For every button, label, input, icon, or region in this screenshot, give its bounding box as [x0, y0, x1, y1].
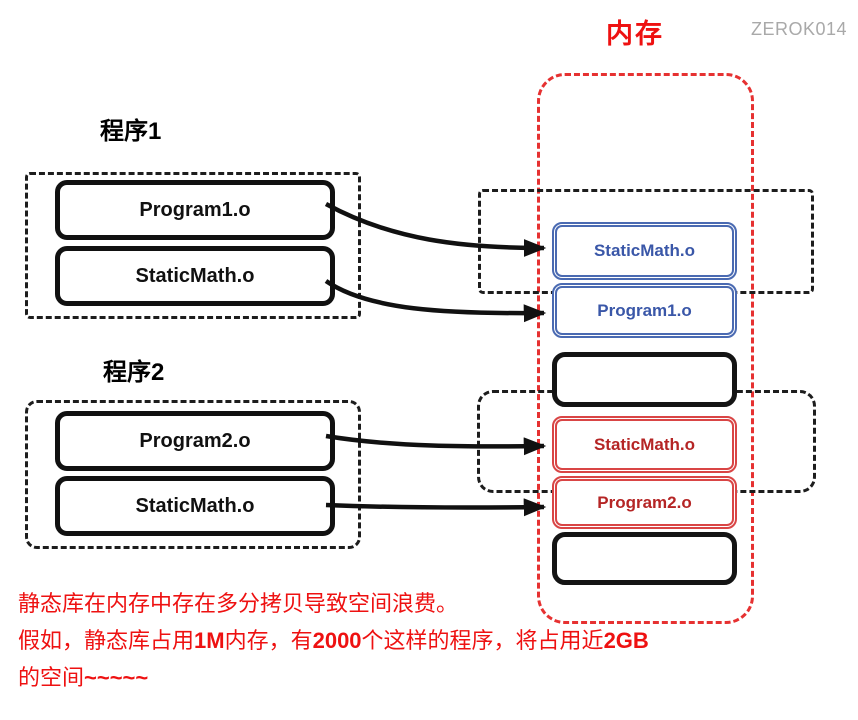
program1-module-box: Program1.o: [55, 180, 335, 240]
caption-line1: 静态库在内存中存在多分拷贝导致空间浪费。: [18, 591, 459, 616]
memory-title: 内存: [606, 19, 664, 49]
program1-staticmath-box: StaticMath.o: [55, 246, 335, 306]
memory-slot-empty-2: [552, 532, 737, 585]
memory-slot-empty-1: [552, 352, 737, 407]
caption-text: 静态库在内存中存在多分拷贝导致空间浪费。 假如，静态库占用1M内存，有2000个…: [18, 585, 838, 696]
caption-line3: 的空间~~~~~: [18, 665, 149, 690]
program2-title: 程序2: [103, 359, 165, 386]
memory-slot-staticmath-1: StaticMath.o: [552, 222, 737, 280]
memory-slot-staticmath-2: StaticMath.o: [552, 416, 737, 473]
program1-title: 程序1: [100, 118, 162, 145]
program2-module-box: Program2.o: [55, 411, 335, 471]
memory-region-outline: [537, 73, 754, 624]
memory-slot-program2: Program2.o: [552, 476, 737, 529]
memory-slot-program1: Program1.o: [552, 283, 737, 338]
program2-group-outline: [25, 400, 361, 549]
watermark: ZEROK014: [751, 19, 848, 39]
caption-line2: 假如，静态库占用1M内存，有2000个这样的程序，将占用近2GB: [18, 628, 649, 653]
program2-staticmath-box: StaticMath.o: [55, 476, 335, 536]
